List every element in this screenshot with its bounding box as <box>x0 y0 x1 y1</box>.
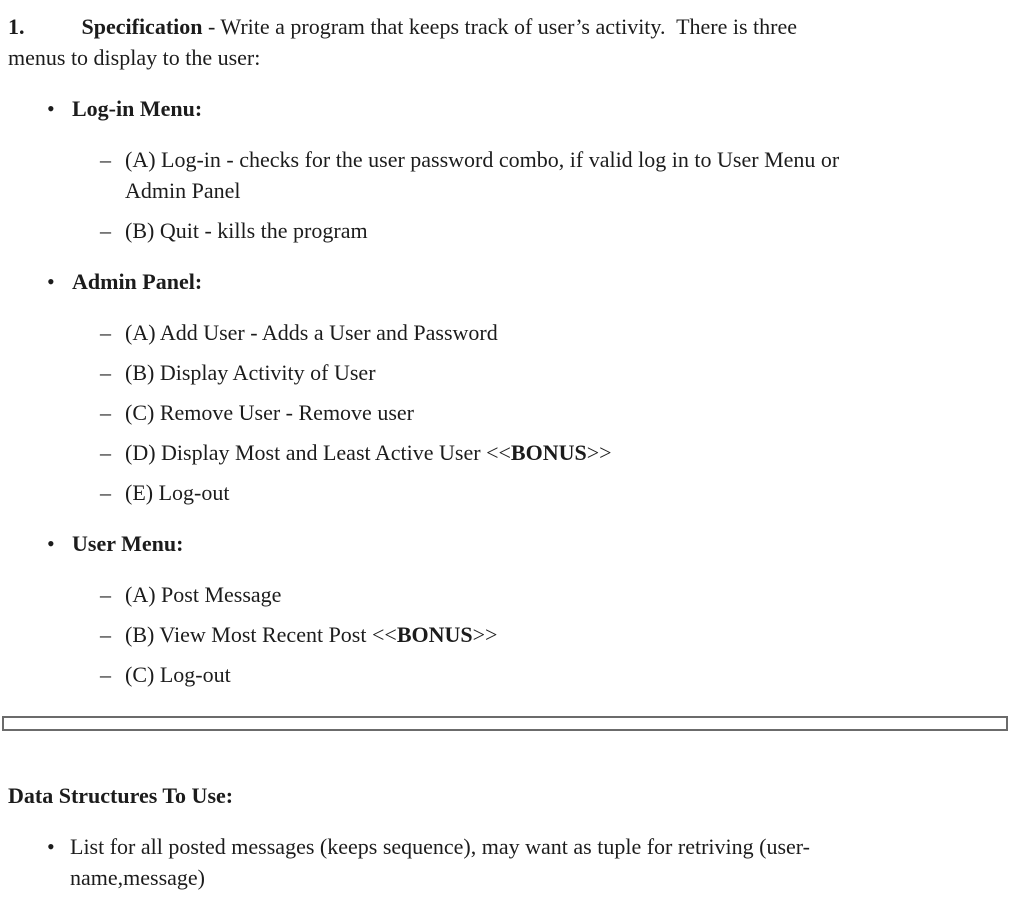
menu-item-list: –(A) Add User - Adds a User and Password… <box>0 317 1024 508</box>
menu-item: –(A) Log-in - checks for the user passwo… <box>0 144 1024 206</box>
section-intro-line2: menus to display to the user: <box>8 45 261 70</box>
list-item: • List for all posted messages (keeps seq… <box>0 831 1024 893</box>
dash-icon: – <box>100 400 111 425</box>
menu-item-text: (A) Log-in - checks for the user passwor… <box>125 147 839 203</box>
menu-item: –(B) View Most Recent Post <<BONUS>> <box>0 619 1024 650</box>
text-segment: (C) Remove User - Remove user <box>125 400 414 425</box>
bullet-icon: • <box>47 96 55 121</box>
bonus-label: BONUS <box>510 440 587 465</box>
text-segment: name,message) <box>70 865 205 890</box>
data-structures-heading: Data Structures To Use: <box>8 783 234 808</box>
menu-item: –(D) Display Most and Least Active User … <box>0 437 1024 468</box>
text-segment: (E) Log-out <box>125 480 230 505</box>
text-segment: (B) Quit - kills the program <box>125 218 368 243</box>
divider-box <box>2 716 1008 731</box>
text-segment: (B) Display Activity of User <box>125 360 376 385</box>
menu-item-text: (A) Add User - Adds a User and Password <box>125 320 498 345</box>
menu-section: •User Menu:–(A) Post Message–(B) View Mo… <box>0 528 1024 690</box>
menu-item-text: (B) Display Activity of User <box>125 360 376 385</box>
section-intro: 1. Specification - Write a program that k… <box>8 11 1014 73</box>
text-segment: Admin Panel <box>125 178 241 203</box>
menu-item-text: (C) Log-out <box>125 662 231 687</box>
menu-item-list: –(A) Post Message–(B) View Most Recent P… <box>0 579 1024 690</box>
menu-item: –(B) Quit - kills the program <box>0 215 1024 246</box>
menu-item-text: (B) View Most Recent Post <<BONUS>> <box>125 622 497 647</box>
menu-item-text: (E) Log-out <box>125 480 229 505</box>
menu-item-text: (D) Display Most and Least Active User <… <box>125 440 612 465</box>
dash-icon: – <box>100 218 111 243</box>
menu-heading-label: User Menu: <box>72 531 184 556</box>
menu-item: –(A) Post Message <box>0 579 1024 610</box>
menu-list: •Log-in Menu:–(A) Log-in - checks for th… <box>0 93 1024 690</box>
menu-section: •Admin Panel:–(A) Add User - Adds a User… <box>0 266 1024 508</box>
text-segment: >> <box>586 440 612 465</box>
bullet-icon: • <box>47 269 55 294</box>
dash-icon: – <box>100 320 111 345</box>
text-segment: >> <box>472 622 498 647</box>
menu-item-text: (C) Remove User - Remove user <box>125 400 414 425</box>
menu-heading: • Admin Panel: <box>0 266 1024 297</box>
menu-section: •Log-in Menu:–(A) Log-in - checks for th… <box>0 93 1024 246</box>
text-segment: (C) Log-out <box>125 662 231 687</box>
menu-heading-label: Log-in Menu: <box>72 96 203 121</box>
menu-item-text: (A) Post Message <box>125 582 281 607</box>
menu-item: –(C) Remove User - Remove user <box>0 397 1024 428</box>
menu-item: –(A) Add User - Adds a User and Password <box>0 317 1024 348</box>
dash-icon: – <box>100 582 111 607</box>
section-intro-line1: - Write a program that keeps track of us… <box>202 14 798 39</box>
text-segment: (A) Log-in - checks for the user passwor… <box>125 147 840 172</box>
menu-heading: • User Menu: <box>0 528 1024 559</box>
menu-heading: • Log-in Menu: <box>0 93 1024 124</box>
section-title: Specification <box>81 14 203 39</box>
dash-icon: – <box>100 480 111 505</box>
menu-heading-label: Admin Panel: <box>72 269 203 294</box>
bullet-icon: • <box>47 531 55 556</box>
bullet-icon: • <box>47 834 55 859</box>
menu-item: –(C) Log-out <box>0 659 1024 690</box>
document: 1. Specification - Write a program that k… <box>0 11 1024 893</box>
dash-icon: – <box>100 147 111 172</box>
text-segment: (A) Add User - Adds a User and Password <box>125 320 498 345</box>
bonus-label: BONUS <box>396 622 473 647</box>
section-number: 1. <box>8 14 25 39</box>
menu-item-list: –(A) Log-in - checks for the user passwo… <box>0 144 1024 246</box>
list-item-text: List for all posted messages (keeps sequ… <box>70 834 810 890</box>
text-segment: List for all posted messages (keeps sequ… <box>70 834 810 859</box>
menu-item: –(B) Display Activity of User <box>0 357 1024 388</box>
dash-icon: – <box>100 360 111 385</box>
dash-icon: – <box>100 440 111 465</box>
text-segment: (D) Display Most and Least Active User <… <box>125 440 511 465</box>
menu-item: –(E) Log-out <box>0 477 1024 508</box>
menu-item-text: (B) Quit - kills the program <box>125 218 368 243</box>
dash-icon: – <box>100 622 111 647</box>
data-structures-list: • List for all posted messages (keeps seq… <box>0 831 1024 893</box>
text-segment: (B) View Most Recent Post << <box>125 622 397 647</box>
dash-icon: – <box>100 662 111 687</box>
text-segment: (A) Post Message <box>125 582 282 607</box>
